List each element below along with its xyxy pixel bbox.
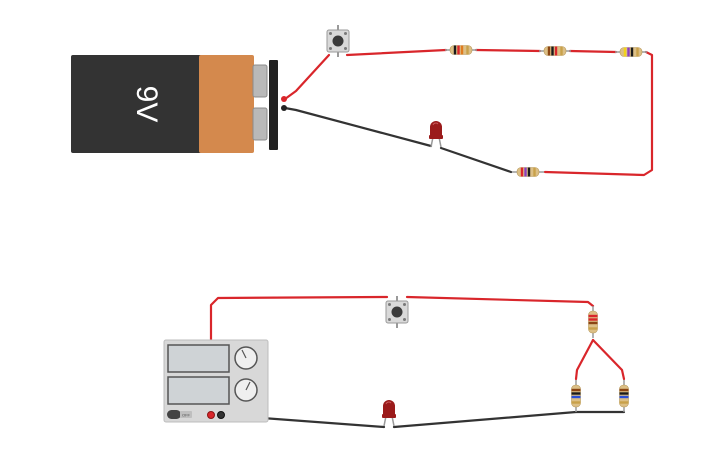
wire-resistors-to-led[interactable] xyxy=(392,410,578,429)
battery-clip-positive-dot[interactable] xyxy=(281,96,287,102)
top-circuit-wires xyxy=(283,48,654,177)
resistor-band xyxy=(547,46,551,56)
resistor-band xyxy=(466,45,469,55)
resistor-band xyxy=(588,318,598,321)
battery-terminal-negative[interactable] xyxy=(252,107,268,141)
resistor-band xyxy=(571,392,581,395)
resistor-band xyxy=(520,167,524,177)
resistor-top-1[interactable] xyxy=(445,45,477,55)
wire-resistor-2-to-resistor-3[interactable] xyxy=(568,49,618,54)
resistor-band xyxy=(619,392,629,395)
resistor-band xyxy=(527,167,531,177)
bottom-circuit-wires xyxy=(209,295,626,429)
resistor-band xyxy=(588,314,598,318)
push-button-top[interactable] xyxy=(326,25,350,57)
battery-label: 9V xyxy=(130,86,163,123)
resistor-band xyxy=(554,46,558,56)
resistor-band xyxy=(627,47,630,57)
wire-resistor-3-to-resistor-4[interactable] xyxy=(543,50,654,177)
resistor-band xyxy=(588,327,598,330)
battery-terminal-positive[interactable] xyxy=(252,64,268,98)
resistor-band xyxy=(533,167,536,177)
resistor-bottom-2[interactable] xyxy=(571,380,581,412)
power-supply-switch-label-bg xyxy=(180,411,192,418)
wire-button-to-resistor-1[interactable] xyxy=(345,48,448,57)
resistor-band xyxy=(453,45,457,55)
resistor-band xyxy=(623,47,627,57)
wire-split-to-resistor-bottom-2[interactable] xyxy=(574,338,595,381)
resistor-band xyxy=(619,395,629,399)
wire-button-to-resistor-bottom-1[interactable] xyxy=(405,295,595,308)
wire-led-to-battery[interactable] xyxy=(283,106,433,148)
wire-resistor-1-to-resistor-2[interactable] xyxy=(474,48,542,53)
power-supply-display-top xyxy=(167,344,230,373)
push-button-bottom[interactable] xyxy=(385,296,409,328)
resistor-band xyxy=(636,47,639,57)
battery-cap xyxy=(199,55,254,153)
resistor-band xyxy=(551,46,554,56)
battery-clip-negative-dot[interactable] xyxy=(281,105,287,111)
led-bottom[interactable] xyxy=(382,400,396,427)
power-supply-switch[interactable] xyxy=(167,410,181,419)
resistor-band xyxy=(588,321,598,325)
wire-split-to-resistor-bottom-3[interactable] xyxy=(591,338,626,381)
resistor-band xyxy=(619,401,629,404)
resistor-band xyxy=(560,46,563,56)
resistor-band xyxy=(619,388,629,392)
power-supply-terminal-negative[interactable] xyxy=(217,411,225,419)
power-supply[interactable]: OFF xyxy=(163,339,269,423)
power-supply-display-bottom xyxy=(167,376,230,405)
battery-body xyxy=(71,55,203,153)
resistor-bottom-3[interactable] xyxy=(619,380,629,412)
resistor-top-3[interactable] xyxy=(615,47,647,57)
resistor-band xyxy=(571,395,581,399)
resistor-top-4[interactable] xyxy=(512,167,544,177)
wire-resistor-4-to-led[interactable] xyxy=(439,146,513,174)
resistor-bottom-1[interactable] xyxy=(588,306,598,338)
wire-battery-to-button[interactable] xyxy=(283,53,331,101)
resistor-top-2[interactable] xyxy=(539,46,571,56)
resistor-band xyxy=(457,45,460,55)
resistor-band xyxy=(630,47,634,57)
resistor-band xyxy=(571,401,581,404)
power-supply-switch-label: OFF xyxy=(182,413,191,418)
resistor-band xyxy=(524,167,527,177)
battery-9v[interactable]: 9V xyxy=(71,55,287,153)
resistor-band xyxy=(460,45,464,55)
battery-clip xyxy=(269,60,278,150)
power-supply-terminal-positive[interactable] xyxy=(207,411,215,419)
resistor-band xyxy=(571,388,581,392)
led-top[interactable] xyxy=(429,121,443,148)
